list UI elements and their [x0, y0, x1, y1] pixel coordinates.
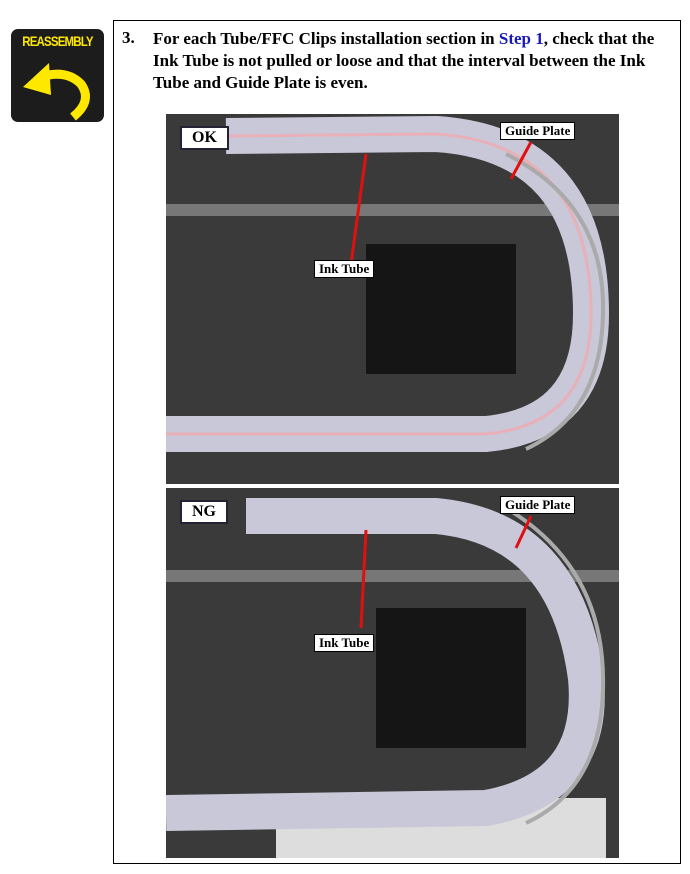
arrow-guide-plate	[514, 515, 533, 549]
reassembly-badge: REASSEMBLY	[11, 29, 104, 122]
guide-plate-label: Guide Plate	[500, 496, 576, 514]
arrow-guide-plate	[509, 141, 533, 180]
ink-tube-label: Ink Tube	[314, 634, 375, 652]
step-1-link[interactable]: Step 1	[498, 29, 544, 48]
status-label: NG	[180, 500, 228, 524]
return-arrow-icon	[23, 63, 90, 121]
status-label: OK	[180, 126, 229, 150]
badge-label: REASSEMBLY	[22, 33, 93, 49]
ink-tube-label: Ink Tube	[314, 260, 375, 278]
step-text: For each Tube/FFC Clips installation sec…	[153, 29, 655, 92]
arrow-ink-tube	[359, 529, 368, 629]
photo-ok: OK Guide Plate Ink Tube	[166, 114, 619, 484]
step-frame	[113, 20, 681, 864]
photo-ng: NG Guide Plate Ink Tube	[166, 488, 619, 858]
arrow-ink-tube	[349, 153, 368, 265]
guide-plate-label: Guide Plate	[500, 122, 576, 140]
printer-photo-ng	[166, 488, 619, 858]
printer-photo-ok	[166, 114, 619, 484]
step-number: 3.	[122, 28, 135, 47]
